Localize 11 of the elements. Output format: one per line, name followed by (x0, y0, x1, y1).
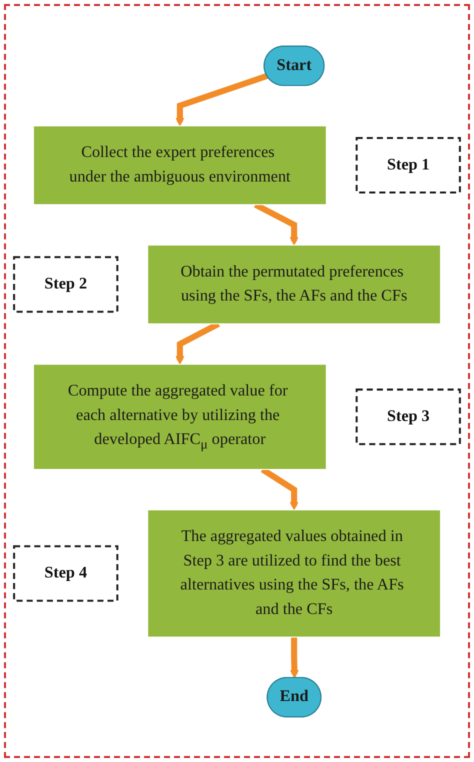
node-box (32, 363, 327, 470)
page-border: Start Collect the expert preferences under the ambiguous environment Step 1 Step 2 Obtain the permutated preferences using the SFs, the AFs and the CFs Compute the aggregated value for each alternative by utilizing the developed AIFC$_{μ}$ operator Step 3 Step 4 The aggregated values obtained in Step 3 are utilized to find the best alternatives using the SFs, the AFs and the CFs End (4, 4, 470, 758)
node-box (147, 508, 442, 638)
node-box (13, 256, 118, 312)
node-box (356, 388, 461, 445)
arrow (175, 72, 268, 126)
node-box (13, 544, 118, 602)
arrow (290, 636, 299, 678)
node-box (147, 244, 442, 324)
node-box (32, 124, 327, 205)
node-box (356, 136, 461, 194)
